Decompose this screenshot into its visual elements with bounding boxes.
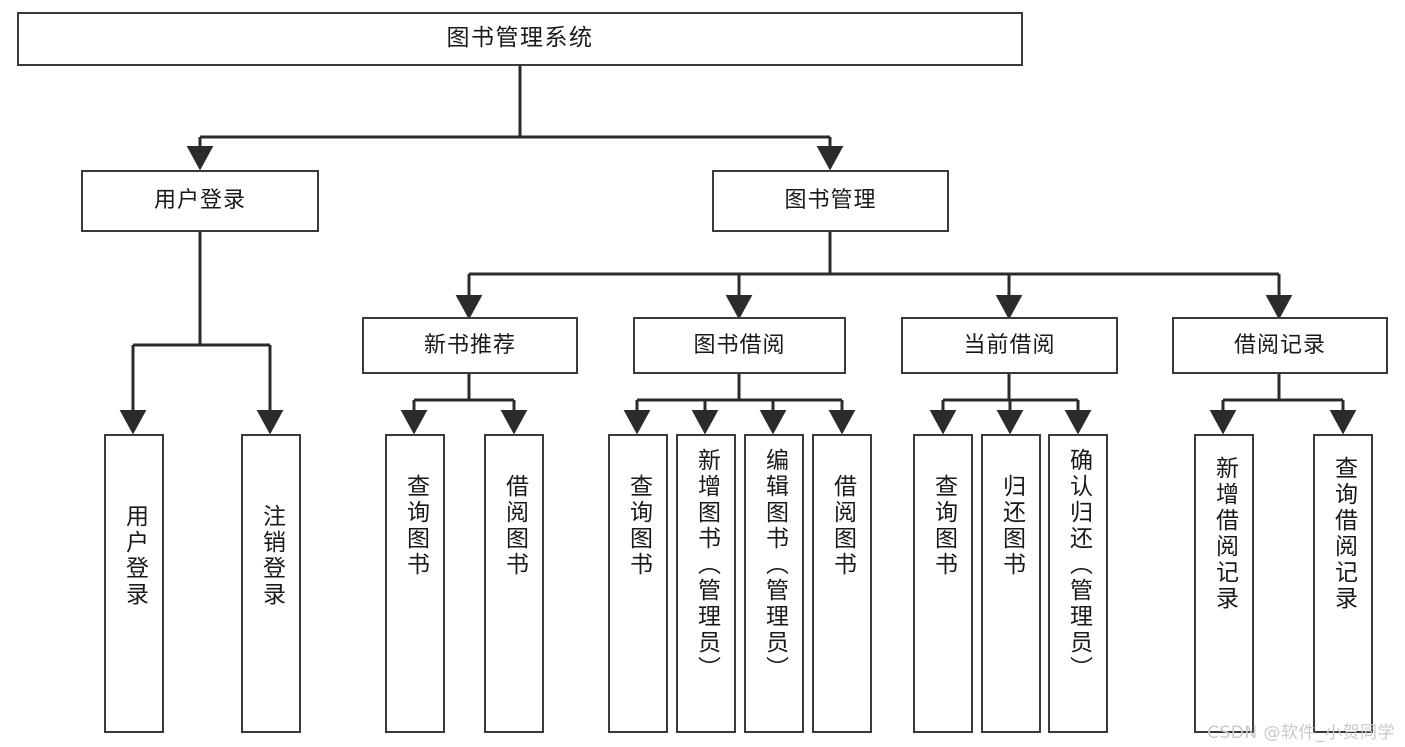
node-borrow-record[interactable]: 借阅记录 xyxy=(1172,317,1388,374)
leaf-confirm-return[interactable]: 确认归还（管理员） xyxy=(1048,434,1108,733)
leaf-logout-label: 注销登录 xyxy=(258,504,285,608)
leaf-borrow-book-recommend-label: 借阅图书 xyxy=(501,474,528,578)
leaf-query-book-current-label: 查询图书 xyxy=(930,474,957,578)
leaf-query-book-borrow-label: 查询图书 xyxy=(625,474,652,578)
leaf-borrow-book-borrow-label: 借阅图书 xyxy=(829,474,856,578)
leaf-add-borrow-record[interactable]: 新增借阅记录 xyxy=(1194,434,1254,733)
node-current-borrow[interactable]: 当前借阅 xyxy=(901,317,1118,374)
leaf-query-book-current[interactable]: 查询图书 xyxy=(913,434,973,733)
leaf-query-book-recommend[interactable]: 查询图书 xyxy=(385,434,445,733)
leaf-add-book-label: 新增图书（管理员） xyxy=(693,448,720,682)
csdn-watermark: CSDN @软件_小贺同学 xyxy=(1207,723,1395,743)
node-current-borrow-label: 当前借阅 xyxy=(963,332,1056,358)
node-new-book-recommend[interactable]: 新书推荐 xyxy=(362,317,578,374)
leaf-edit-book-label: 编辑图书（管理员） xyxy=(761,448,788,682)
leaf-borrow-book-borrow[interactable]: 借阅图书 xyxy=(812,434,872,733)
node-book-borrow-label: 图书借阅 xyxy=(693,332,786,358)
node-book-management[interactable]: 图书管理 xyxy=(712,170,949,232)
leaf-query-book-recommend-label: 查询图书 xyxy=(402,474,429,578)
leaf-add-book[interactable]: 新增图书（管理员） xyxy=(676,434,736,733)
node-root-label: 图书管理系统 xyxy=(446,25,594,52)
leaf-user-login[interactable]: 用户登录 xyxy=(104,434,164,733)
node-user-login-label: 用户登录 xyxy=(153,188,246,214)
leaf-query-book-borrow[interactable]: 查询图书 xyxy=(608,434,668,733)
leaf-query-borrow-record-label: 查询借阅记录 xyxy=(1330,456,1357,612)
leaf-confirm-return-label: 确认归还（管理员） xyxy=(1065,448,1092,682)
leaf-edit-book[interactable]: 编辑图书（管理员） xyxy=(744,434,804,733)
node-book-borrow[interactable]: 图书借阅 xyxy=(633,317,846,374)
leaf-query-borrow-record[interactable]: 查询借阅记录 xyxy=(1313,434,1373,733)
leaf-return-book[interactable]: 归还图书 xyxy=(981,434,1041,733)
node-borrow-record-label: 借阅记录 xyxy=(1233,332,1326,358)
node-root[interactable]: 图书管理系统 xyxy=(17,12,1023,66)
leaf-borrow-book-recommend[interactable]: 借阅图书 xyxy=(484,434,544,733)
leaf-add-borrow-record-label: 新增借阅记录 xyxy=(1211,456,1238,612)
node-new-book-recommend-label: 新书推荐 xyxy=(423,332,516,358)
leaf-user-login-label: 用户登录 xyxy=(121,504,148,608)
leaf-return-book-label: 归还图书 xyxy=(998,474,1025,578)
node-user-login[interactable]: 用户登录 xyxy=(81,170,319,232)
node-book-management-label: 图书管理 xyxy=(784,188,877,214)
leaf-logout[interactable]: 注销登录 xyxy=(241,434,301,733)
